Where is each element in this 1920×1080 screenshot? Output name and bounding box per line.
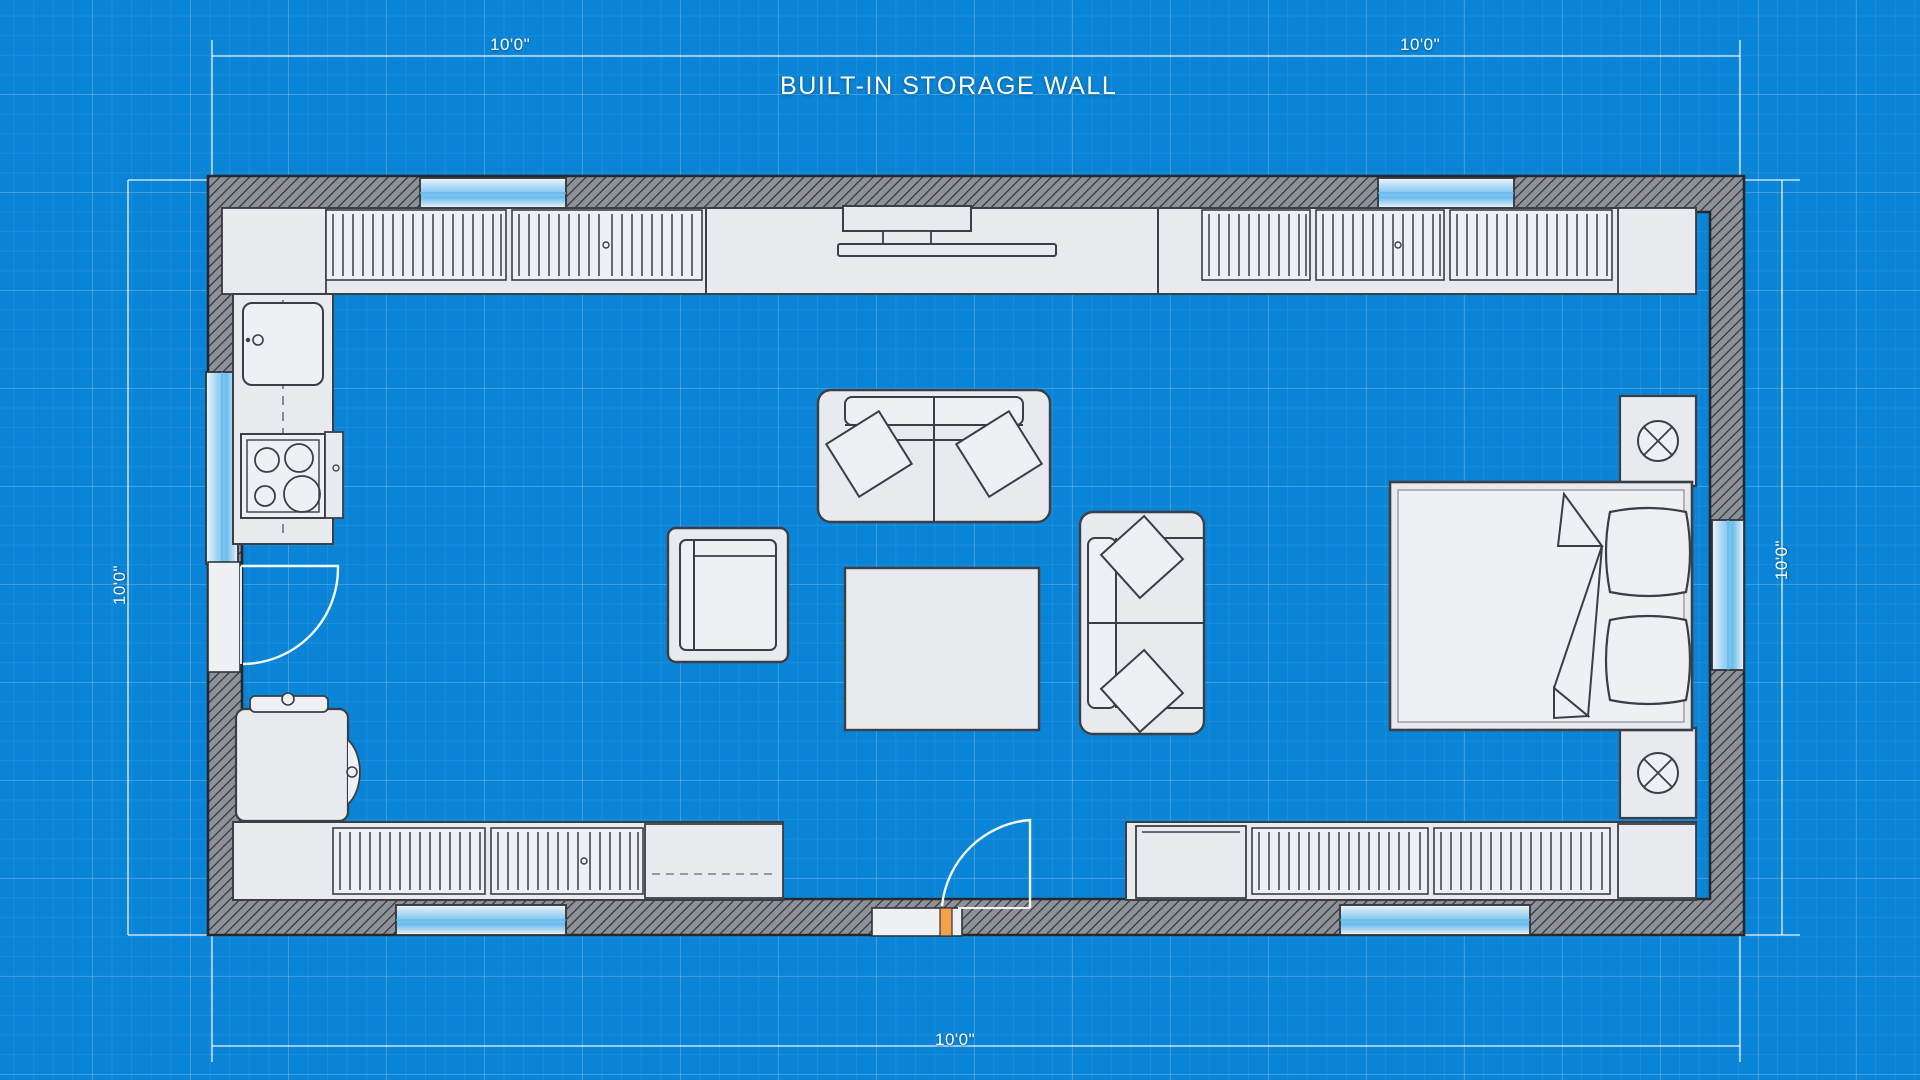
window-top-right (1377, 177, 1515, 209)
loveseat-pillow-top (1099, 514, 1185, 600)
top-left-cabinets (325, 209, 507, 281)
kitchen-sink (242, 302, 324, 386)
secondary-door (871, 818, 1032, 937)
top-right-cabinets (1201, 209, 1311, 281)
bedroom-group (1388, 394, 1698, 820)
entry-door (207, 561, 340, 673)
cooktop-range (240, 431, 344, 519)
top-left-cabinets-2 (511, 209, 703, 281)
built-in-storage-wall-label: BUILT-IN STORAGE WALL (780, 72, 1118, 100)
bed (1388, 480, 1694, 732)
loveseat (1078, 510, 1206, 736)
television (842, 205, 972, 245)
armchair (666, 526, 790, 664)
window-bottom-right (1339, 904, 1531, 936)
window-bottom-left (395, 904, 567, 936)
dimension-top-right: 10'0" (1400, 35, 1441, 54)
windows-group (205, 177, 1745, 936)
dimension-top-left: 10'0" (490, 35, 531, 54)
coffee-table (843, 566, 1041, 732)
sofa-pillow-left (824, 409, 914, 499)
bottom-right-cabinets-2 (1433, 827, 1611, 895)
nightstand-bottom (1618, 726, 1698, 820)
window-top-left (419, 177, 567, 209)
top-right-cabinets-2 (1315, 209, 1445, 281)
dimension-lines (127, 40, 1800, 1062)
bottom-storage-wall (232, 821, 1697, 901)
loveseat-pillow-bottom (1099, 648, 1185, 734)
top-right-cabinets-3 (1449, 209, 1613, 281)
media-shelf (837, 243, 1057, 257)
bottom-left-cabinets (332, 827, 486, 895)
bottom-right-cabinets (1251, 827, 1429, 895)
top-storage-wall (221, 205, 1697, 295)
bed-pillow-bottom (1604, 614, 1692, 706)
nightstand-top (1618, 394, 1698, 488)
bottom-left-cabinets-2 (490, 827, 644, 895)
dimension-bottom: 10'0" (935, 1030, 976, 1049)
sofa-pillow-right (954, 409, 1044, 499)
window-right (1711, 519, 1745, 671)
dimension-right: 10'0" (1772, 539, 1791, 581)
kitchen-group (232, 293, 344, 545)
media-alcove (705, 205, 1159, 295)
washer-dryer (234, 692, 361, 823)
bed-pillow-top (1604, 506, 1692, 598)
sofa (816, 388, 1052, 524)
dimension-left: 10'0" (110, 564, 129, 606)
